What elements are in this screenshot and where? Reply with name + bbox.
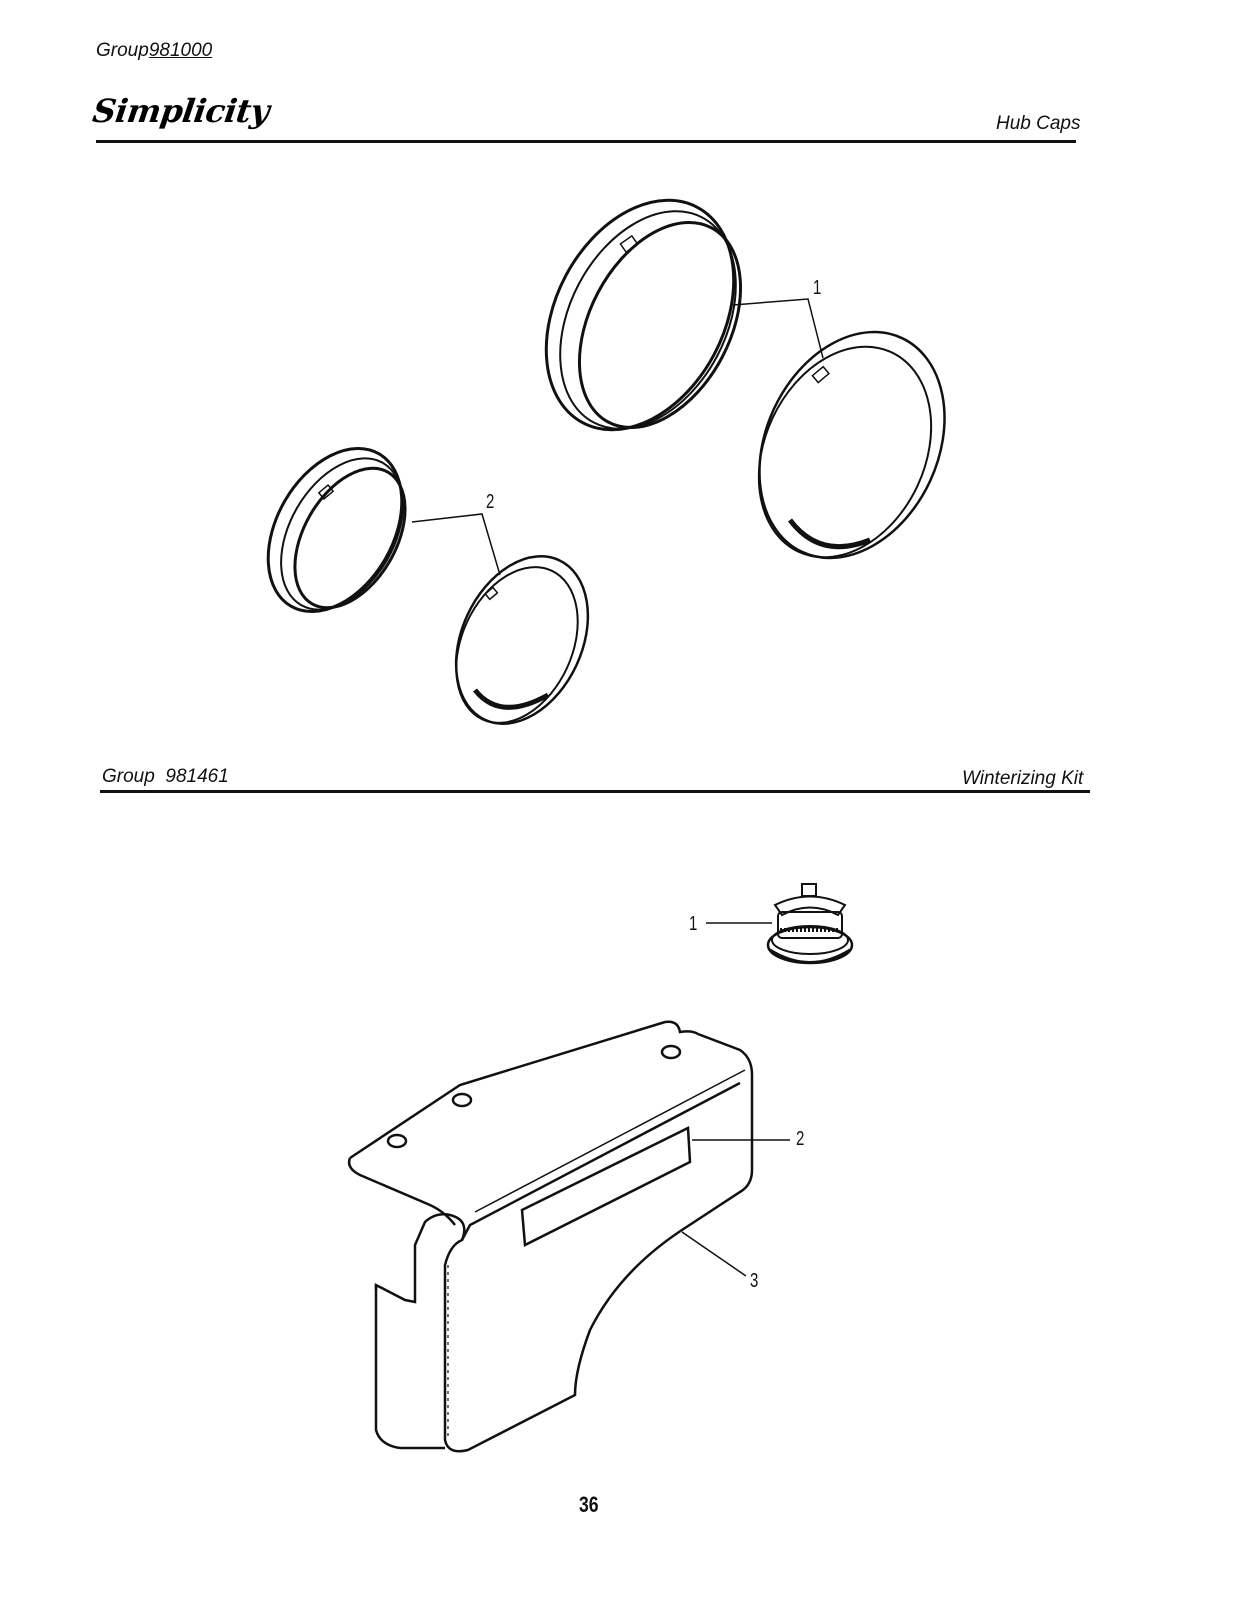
simplicity-logo: Simplicity (90, 92, 272, 130)
callout-winter-3: 3 (750, 1270, 759, 1292)
callout-hub-1: 1 (813, 277, 822, 299)
hub-leader-lines (411, 298, 824, 576)
large-hub-ring (544, 198, 743, 432)
group-number: 981000 (148, 40, 213, 61)
small-hub-cap (454, 555, 590, 725)
group-label: Group (96, 40, 149, 61)
group-number-header: Group981000 (96, 40, 212, 62)
callout-winter-1: 1 (689, 913, 698, 935)
small-hub-ring (266, 446, 407, 614)
leader-shield (681, 1231, 747, 1277)
section-title-winterizing-kit: Winterizing Kit (962, 768, 1084, 789)
group-number: 981461 (165, 766, 229, 787)
callout-hub-2: 2 (486, 491, 495, 513)
large-hub-cap (757, 330, 946, 560)
winterizing-cap (766, 883, 854, 965)
callout-winter-2: 2 (796, 1128, 805, 1150)
group-label: Group (102, 766, 155, 787)
page-number: 36 (579, 1492, 599, 1517)
section-title-hub-caps: Hub Caps (996, 113, 1081, 134)
section-rule (100, 790, 1090, 793)
group-number-winterizing: Group 981461 (102, 766, 229, 788)
header-rule (96, 140, 1076, 143)
winterizing-shield (347, 1020, 754, 1453)
